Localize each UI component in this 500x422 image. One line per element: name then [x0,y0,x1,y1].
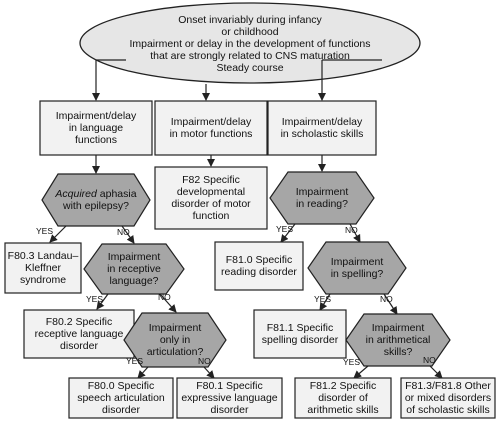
decision-reading-shape [269,171,375,225]
outcome-f82-box [154,166,268,230]
root-line-4: that are strongly related to CNS maturat… [150,50,350,63]
category-scholastic-label: Impairment/delay in scholastic skills [280,115,364,140]
decision-aphasia-text: aphasia with epilepsy? [63,187,137,212]
decision-arithmetic-shape [345,313,451,367]
decision-reading-label: Impairment in reading? [295,185,349,210]
root-connectors [92,60,326,101]
outcome-f811-box [253,309,347,359]
outcome-f803-label: F80.3 Landau– Kleffner syndrome [7,249,79,287]
root-node-text: Onset invariably during infancy or child… [80,6,420,82]
decision-aphasia-label: Acquired aphasia with epilepsy? [50,174,142,226]
decision-aphasia-shape [41,173,151,227]
edge-no-aphasia: NO [117,227,130,237]
root-line-3: Impairment or delay in the development o… [129,37,371,50]
outcome-f803-box [4,242,82,294]
category-scholastic-box [267,100,377,156]
outcome-f811-label: F81.1 Specific spelling disorder [261,321,339,346]
edge-no-receptive: NO [158,292,171,302]
decision-articulation-shape [123,312,227,368]
outcome-f802-box [23,309,135,359]
edge-yes-articulation: YES [126,356,144,366]
outcome-f813-label: F81.3/F81.8 Other or mixed disorders of … [404,379,492,417]
edge-yes-receptive: YES [86,294,104,304]
root-node-shape [79,2,421,84]
outcome-f801-box [176,377,283,419]
outcome-f800-box [68,377,174,419]
outcome-f802-label: F80.2 Specific receptive language disord… [34,315,124,353]
outcome-f812-label: F81.2 Specific disorder of arithmetic sk… [307,379,379,417]
root-line-5: Steady course [216,62,284,75]
edge-no-articulation: NO [198,356,211,366]
root-line-2: or childhood [221,25,279,38]
edge-yes-aphasia: YES [36,226,54,236]
edge-no-spelling: NO [380,294,393,304]
edge-no-reading: NO [345,225,358,235]
outcome-f800-label: F80.0 Specific speech articulation disor… [77,379,165,417]
decision-spelling-shape [307,241,407,295]
decision-spelling-label: Impairment in spelling? [330,255,384,280]
category-language-box [39,100,153,156]
category-language-label: Impairment/delay in language functions [55,109,137,147]
root-line-1: Onset invariably during infancy [178,13,322,26]
edge-yes-spelling: YES [314,294,332,304]
edge-no-arithmetic: NO [423,355,436,365]
decision-receptive-label: Impairment in receptive language? [107,250,161,288]
decision-arithmetic-label: Impairment in arithmetical skills? [365,321,431,359]
outcome-f810-box [214,241,304,291]
decision-articulation-label: Impairment only in articulation? [146,321,204,359]
outcome-f82-label: F82 Specific developmental disorder of m… [171,173,251,223]
decision-aphasia-emphasis: Acquired [55,187,97,200]
decision-receptive-shape [83,243,185,295]
edge-yes-reading: YES [276,224,294,234]
category-motor-label: Impairment/delay in motor functions [169,115,253,140]
outcome-f813-box [400,377,496,419]
outcome-f812-box [294,377,392,419]
edge-yes-arithmetic: YES [343,357,361,367]
outcome-f801-label: F80.1 Specific expressive language disor… [181,379,278,417]
outcome-f810-label: F81.0 Specific reading disorder [221,253,297,278]
